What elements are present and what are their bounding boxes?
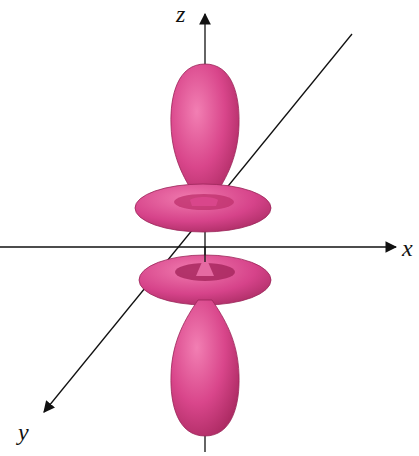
lobe-neck — [190, 197, 218, 206]
z-axis-inner — [204, 247, 205, 262]
x-axis — [0, 246, 396, 247]
lower-torus — [139, 255, 271, 305]
torus-hole — [174, 194, 234, 210]
axis-label: x — [402, 236, 413, 260]
upper-torus — [135, 184, 271, 232]
axis-label: z — [176, 2, 185, 26]
axis-label: y — [18, 420, 29, 444]
lower-lobe — [171, 300, 239, 436]
upper-lobe — [171, 64, 239, 200]
